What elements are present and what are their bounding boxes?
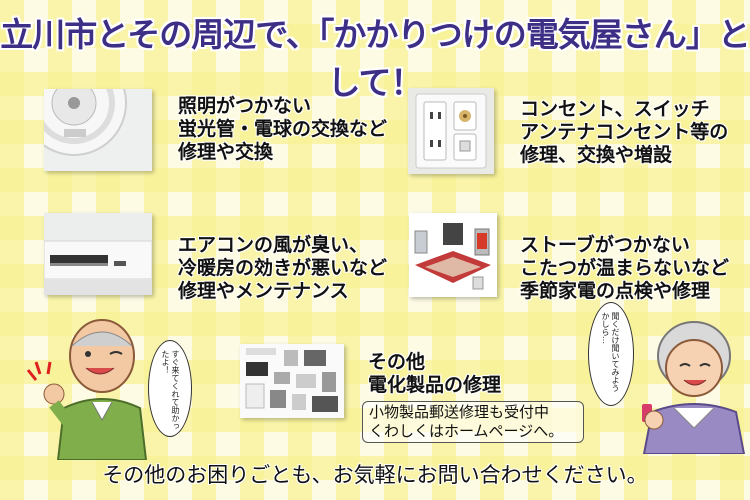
outlet-switch-icon bbox=[415, 93, 487, 169]
old-woman-illustration bbox=[642, 321, 746, 454]
outlet-photo bbox=[408, 88, 494, 174]
heater-kotatsu-icon bbox=[414, 223, 491, 290]
appliances-icon bbox=[245, 348, 338, 412]
aircon-photo bbox=[44, 213, 152, 295]
air-conditioner-icon bbox=[44, 240, 152, 295]
service-aircon: エアコンの風が臭い、 冷暖房の効きが悪いなど 修理やメンテナンス bbox=[178, 234, 388, 302]
ceiling-light-photo bbox=[44, 89, 152, 171]
page-title: 立川市とその周辺で、「かかりつけの電気屋さん」として！ bbox=[0, 15, 750, 102]
man-speech-bubble bbox=[148, 340, 192, 437]
appliances-photo bbox=[240, 344, 344, 418]
woman-speech-text: 聞くだけ聞いてみようかしら… bbox=[601, 312, 620, 392]
service-outlet: コンセント、スイッチ アンテナコンセント等の 修理、交換や増設 bbox=[520, 98, 729, 166]
service-heater: ストーブがつかない こたつが温まらないなど 季節家電の点検や修理 bbox=[520, 234, 730, 302]
ceiling-light-icon bbox=[44, 89, 127, 156]
mail-repair-note: 小物製品郵送修理も受付中 くわしくはホームページへ。 bbox=[362, 401, 584, 443]
service-other: その他 電化製品の修理 bbox=[368, 351, 502, 396]
old-man-illustration bbox=[26, 319, 148, 460]
woman-speech-bubble bbox=[588, 302, 634, 406]
service-lighting: 照明がつかない 蛍光管・電球の交換など 修理や交換 bbox=[178, 95, 388, 163]
kotatsu-photo bbox=[409, 213, 497, 297]
footer-message: その他のお困りごとも、お気軽にお問い合わせください。 bbox=[102, 463, 648, 487]
man-speech-text: すぐ来てくれて助かったよ！ bbox=[161, 350, 180, 430]
